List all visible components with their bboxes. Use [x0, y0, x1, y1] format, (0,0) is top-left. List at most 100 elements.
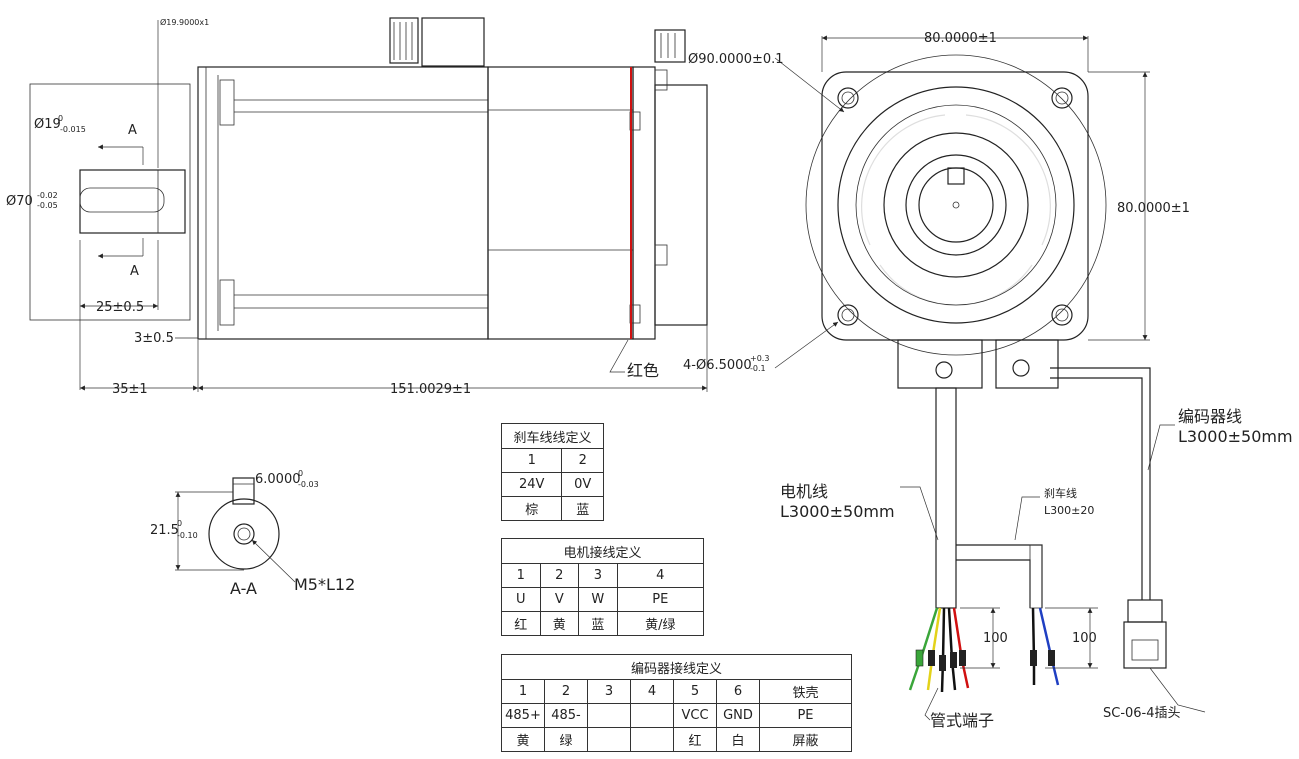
- table-cell: U: [501, 587, 541, 612]
- cables: 电机线 L3000±50mm 刹车线 L300±20 编码器线 L3000±50…: [780, 367, 1293, 730]
- dim-25-label: 25±0.5: [96, 300, 144, 315]
- section-title: A-A: [230, 579, 257, 598]
- key: [232, 477, 255, 505]
- table-cell: 2: [539, 563, 580, 588]
- dim-35-label: 35±1: [112, 382, 148, 397]
- shaft: [79, 169, 186, 234]
- table-cell: PE: [759, 703, 852, 728]
- svg-text:0: 0: [177, 519, 182, 528]
- table-cell: 铁壳: [759, 679, 852, 704]
- table-cell: 棕: [500, 496, 563, 521]
- table-cell: 黄: [539, 611, 580, 636]
- terminal-label: 管式端子: [930, 711, 994, 730]
- table-cell: 1: [500, 448, 563, 473]
- motor-len-label: L3000±50mm: [780, 502, 895, 521]
- thread-label: M5*L12: [294, 575, 355, 594]
- dim-100-a-label: 100: [983, 631, 1008, 646]
- brake-table: 刹车线线定义 1 2 24V 0V 棕 蓝: [500, 423, 604, 521]
- motor-body: [197, 66, 489, 340]
- table-cell: 3: [587, 679, 631, 704]
- plug-label: SC-06-4插头: [1103, 706, 1181, 721]
- svg-text:-0.05: -0.05: [37, 201, 58, 210]
- table-cell: PE: [616, 587, 705, 612]
- table-cell: 485-: [544, 703, 588, 728]
- table-cell: [587, 727, 631, 752]
- table-cell: VCC: [673, 703, 717, 728]
- brake-cable: [1029, 544, 1043, 609]
- table-cell: V: [539, 587, 580, 612]
- dim-80-right-label: 80.0000±1: [1117, 201, 1190, 216]
- encoder-table: 编码器接线定义 1 2 3 4 5 6 铁壳 485+ 485- VCC GND…: [501, 654, 852, 752]
- table-cell: 1: [501, 679, 545, 704]
- motor-line-label: 电机线: [780, 482, 828, 501]
- table-cell: 4: [616, 563, 705, 588]
- red-color-label: 红色: [627, 361, 659, 380]
- dim-80-top-label: 80.0000±1: [924, 31, 997, 46]
- section-mark-bottom: A: [130, 264, 139, 279]
- table-cell: [630, 727, 674, 752]
- hole-label: 4-Ø6.5000: [683, 358, 752, 373]
- side-view: Ø19.9000x1 Ø19 0 -0.015 Ø70 -0.02 -0.05 …: [6, 17, 708, 397]
- encoder-line-label: 编码器线: [1178, 407, 1242, 426]
- table-cell: 6: [716, 679, 760, 704]
- brake-line-label: 刹车线: [1044, 486, 1077, 500]
- svg-text:-0.015: -0.015: [60, 125, 86, 134]
- power-connector: [897, 339, 983, 389]
- table-cell: 2: [561, 448, 604, 473]
- motor-cable: [935, 387, 957, 609]
- section-circle: [208, 498, 280, 570]
- table-cell: 0V: [561, 472, 604, 497]
- dim-3-label: 3±0.5: [134, 331, 174, 346]
- pilot-circle: [805, 54, 1107, 356]
- motor-rear: [487, 66, 634, 340]
- encoder-connector: [995, 339, 1059, 389]
- motor-table-title: 电机接线定义: [501, 538, 704, 564]
- section-view: 6.0000 0 -0.03 21.5 0 -0.10 M5*L12 A-A: [150, 469, 355, 598]
- svg-text:-0.02: -0.02: [37, 191, 58, 200]
- top-connector-1: [389, 17, 419, 64]
- table-cell: [587, 703, 631, 728]
- table-cell: 5: [673, 679, 717, 704]
- table-cell: 黄: [501, 727, 545, 752]
- dim-90-label: Ø90.0000±0.1: [688, 52, 784, 67]
- table-cell: 屏蔽: [759, 727, 852, 752]
- encoder-plug-body: [1127, 599, 1163, 623]
- table-cell: 白: [716, 727, 760, 752]
- svg-text:-0.10: -0.10: [177, 531, 198, 540]
- shaft-keyway: [79, 187, 165, 213]
- svg-text:-0.03: -0.03: [298, 480, 319, 489]
- section-mark-top: A: [128, 123, 137, 138]
- table-cell: 24V: [500, 472, 563, 497]
- svg-text:0: 0: [298, 469, 303, 478]
- motor-table: 电机接线定义 1 2 3 4 U V W PE 红 黄 蓝 黄/绿: [501, 538, 705, 636]
- table-cell: 蓝: [578, 611, 618, 636]
- svg-text:-0.1: -0.1: [750, 364, 766, 373]
- tol-70-label: Ø70: [6, 194, 33, 209]
- dim-100-b-label: 100: [1072, 631, 1097, 646]
- dim-6-label: 6.0000: [255, 472, 301, 487]
- dim-151-label: 151.0029±1: [390, 382, 471, 397]
- svg-text:+0.3: +0.3: [750, 354, 769, 363]
- brake-table-title: 刹车线线定义: [501, 423, 604, 449]
- encoder-len-label: L3000±50mm: [1178, 427, 1293, 446]
- flange-outline: [29, 83, 191, 321]
- brake-len-label: L300±20: [1044, 504, 1094, 517]
- table-cell: 红: [501, 611, 541, 636]
- dim-215-label: 21.5: [150, 523, 179, 538]
- tol-19-label: Ø19: [34, 117, 61, 132]
- table-cell: 1: [501, 563, 541, 588]
- table-cell: 3: [578, 563, 618, 588]
- encoder-cover: [654, 84, 708, 326]
- front-view: 80.0000±1 80.0000±1 Ø90.0000±0.1 4-Ø6.50…: [683, 31, 1190, 389]
- table-cell: GND: [716, 703, 760, 728]
- table-cell: 绿: [544, 727, 588, 752]
- table-cell: 黄/绿: [616, 611, 705, 636]
- table-cell: 红: [673, 727, 717, 752]
- table-cell: 485+: [501, 703, 545, 728]
- table-cell: [630, 703, 674, 728]
- shaft-dia-label: Ø19.9000x1: [160, 17, 209, 27]
- top-connector-2: [654, 29, 686, 63]
- table-cell: 蓝: [561, 496, 604, 521]
- encoder-table-title: 编码器接线定义: [501, 654, 852, 680]
